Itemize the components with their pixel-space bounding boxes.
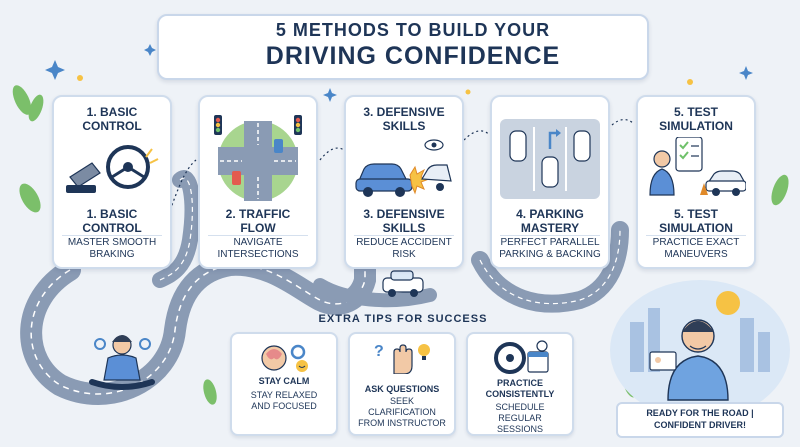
step-subheading: 5. TEST SIMULATION (659, 207, 733, 235)
tip-description: STAY RELAXED AND FOCUSED (250, 390, 318, 411)
road-car-icon (382, 270, 424, 297)
steering-calendar-icon (494, 340, 549, 374)
extra-tips-label: EXTRA TIPS FOR SUCCESS (318, 313, 488, 325)
sun-icon (716, 291, 740, 315)
tip-heading: PRACTICE CONSISTENTLY (485, 378, 555, 399)
step-card-test-simulation: 5. TEST SIMULATION 5. TEST SIMULATION PR… (636, 95, 756, 269)
step-description: PRACTICE EXACT MANEUVERS (652, 237, 740, 260)
step-card-parking-mastery: 4. PARKING MASTERY PERFECT PARALLEL PARK… (490, 95, 610, 269)
car-collision-icon (355, 139, 452, 197)
step-card-defensive-skills: 3. DEFENSIVE SKILLS 3. DEFENSIVE SKILLS … (344, 95, 464, 269)
confident-driver-icon (649, 319, 729, 401)
tip-heading: STAY CALM (258, 376, 310, 386)
step-heading: 1. BASIC CONTROL (82, 105, 142, 133)
ready-text: READY FOR THE ROAD | CONFIDENT DRIVER! (646, 408, 754, 430)
test-checklist-icon (649, 137, 746, 196)
tip-description: SEEK CLARIFICATION FROM INSTRUCTOR (358, 396, 446, 428)
step-card-basic-control: 1. BASIC CONTROL 1. BASIC CONTROL MASTER… (52, 95, 172, 269)
step-heading: 3. DEFENSIVE SKILLS (363, 105, 445, 133)
step-subheading: 1. BASIC CONTROL (82, 207, 142, 235)
svg-text:?: ? (374, 343, 384, 360)
tip-card-ask-questions: ? ASK QUESTIONS SEEK CLARIFICATION FROM … (348, 332, 456, 436)
brain-gears-icon (261, 344, 308, 372)
tip-card-stay-calm: STAY CALM STAY RELAXED AND FOCUSED (230, 332, 338, 436)
meditating-person-icon (89, 335, 155, 390)
step-subheading: 4. PARKING MASTERY (516, 207, 584, 235)
step-description: REDUCE ACCIDENT RISK (356, 237, 452, 260)
steering-wheel-pedal-icon (66, 145, 159, 193)
title-banner (157, 14, 649, 80)
step-description: PERFECT PARALLEL PARKING & BACKING (499, 237, 601, 260)
step-heading: 5. TEST SIMULATION (659, 105, 733, 133)
sparkle-icon (45, 44, 753, 102)
ready-banner: READY FOR THE ROAD | CONFIDENT DRIVER! (616, 402, 784, 438)
parking-lot-icon (500, 119, 600, 199)
step-card-traffic-flow: 2. TRAFFIC FLOW NAVIGATE INTERSECTIONS (198, 95, 318, 269)
page-title-line2: DRIVING CONFIDENCE (265, 42, 561, 70)
tip-card-practice-consistently: PRACTICE CONSISTENTLY SCHEDULE REGULAR S… (466, 332, 574, 436)
step-subheading: 3. DEFENSIVE SKILLS (363, 207, 445, 235)
tip-heading: ASK QUESTIONS (364, 384, 440, 394)
step-description: NAVIGATE INTERSECTIONS (217, 237, 299, 260)
page-title-line1: 5 METHODS TO BUILD YOUR (275, 20, 551, 40)
step-description: MASTER SMOOTH BRAKING (67, 237, 157, 260)
raised-hand-icon: ? (374, 343, 430, 374)
tip-description: SCHEDULE REGULAR SESSIONS (495, 402, 545, 434)
step-subheading: 2. TRAFFIC FLOW (225, 207, 291, 235)
traffic-intersection-icon (214, 115, 302, 201)
